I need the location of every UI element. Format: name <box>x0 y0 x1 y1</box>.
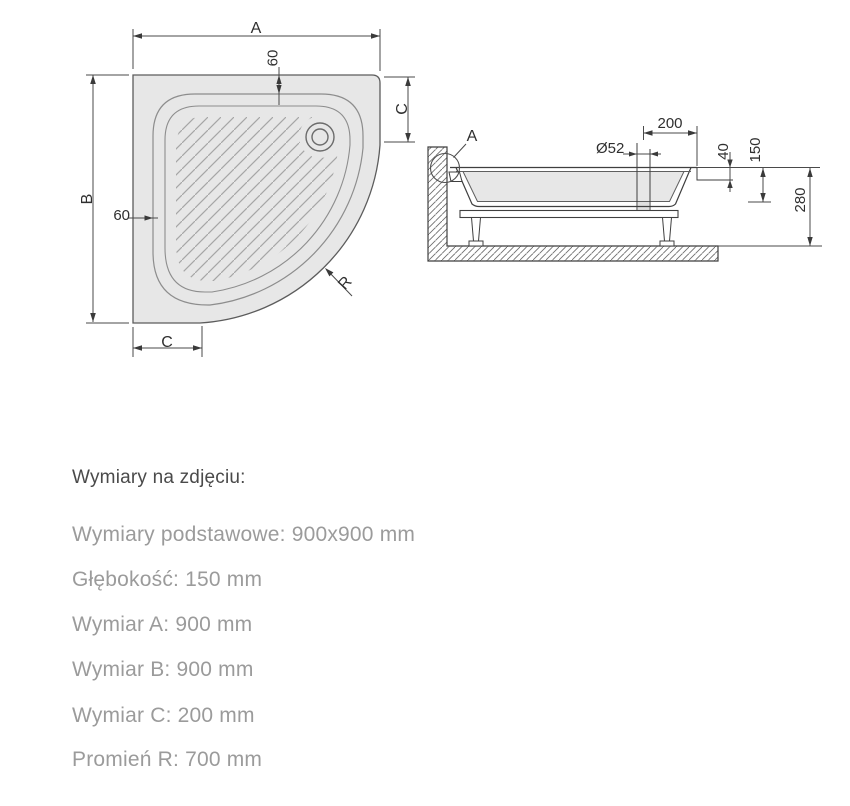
dim-b-label: B <box>79 194 96 205</box>
arrowhead <box>133 345 142 351</box>
basin-floor-outline <box>164 105 351 293</box>
arrowhead <box>90 75 96 84</box>
dim-a <box>132 29 381 71</box>
arrowhead <box>144 215 153 221</box>
dim-c-right <box>384 76 415 143</box>
tray-outer-profile <box>455 167 692 208</box>
dim-c-right-label: C <box>394 103 411 115</box>
dim-200-label: 200 <box>657 115 682 132</box>
drain-icon-inner <box>311 128 329 146</box>
technical-drawing: A B 60 60 <box>79 20 822 357</box>
leg-right-foot <box>659 240 675 247</box>
arrowhead <box>276 85 282 94</box>
tray-section-fill <box>463 172 684 201</box>
dim-150-label: 150 <box>747 137 764 162</box>
dim-280-label: 280 <box>792 187 809 212</box>
arrowhead <box>760 168 766 177</box>
detail-label: A <box>467 128 478 145</box>
arrowhead <box>325 268 334 277</box>
leg-right <box>661 217 673 242</box>
arrowhead <box>760 193 766 202</box>
dim-rim-offset-left <box>128 215 158 221</box>
dim-drain-diameter-label: Ø52 <box>596 140 624 157</box>
detail-leader-line <box>453 143 467 158</box>
arrowhead <box>650 151 658 157</box>
arrowhead <box>405 133 411 142</box>
basin-rim-outline <box>152 93 364 306</box>
arrowhead <box>405 77 411 86</box>
arrowhead <box>727 159 733 168</box>
top-view: A B 60 60 <box>79 20 415 357</box>
dim-radius <box>325 268 353 297</box>
rim-wall-tab <box>448 171 463 182</box>
spec-line-dimension-c: Wymiar C: 200 mm <box>72 704 255 727</box>
arrowhead <box>688 130 697 136</box>
dim-b <box>86 74 129 324</box>
drain-clearance <box>299 116 341 158</box>
dim-rim-offset-top <box>276 67 282 105</box>
dim-c-bottom <box>132 326 203 357</box>
leg-left-foot <box>468 240 484 247</box>
side-view: A 200 Ø52 40 <box>427 115 822 262</box>
spec-line-base-dimensions: Wymiary podstawowe: 900x900 mm <box>72 523 416 546</box>
dim-280 <box>807 168 813 246</box>
tray-inner-profile <box>462 171 685 202</box>
dim-radius-label: R <box>335 273 355 293</box>
dim-rim-offset-top-label: 60 <box>265 50 282 67</box>
arrowhead <box>727 180 733 188</box>
arrowhead <box>90 313 96 322</box>
dim-rim-offset-left-label: 60 <box>113 207 130 224</box>
dim-drain-diameter <box>623 151 661 157</box>
arrowhead <box>193 345 202 351</box>
arrowhead <box>807 237 813 246</box>
arrowhead <box>629 151 637 157</box>
arrowhead <box>133 33 142 39</box>
spec-line-dimension-b: Wymiar B: 900 mm <box>72 658 254 681</box>
rim-edge-step <box>696 167 733 181</box>
dim-a-label: A <box>251 20 262 37</box>
dim-40 <box>727 152 733 192</box>
spec-line-dimension-a: Wymiar A: 900 mm <box>72 613 253 636</box>
dim-40-label: 40 <box>715 143 732 160</box>
anti-slip-hatching <box>176 117 338 281</box>
leg-left <box>470 217 482 242</box>
arrowhead <box>371 33 380 39</box>
spec-line-radius-r: Promień R: 700 mm <box>72 748 263 771</box>
dim-c-bottom-label: C <box>161 334 173 351</box>
arrowhead <box>276 75 282 84</box>
dim-150 <box>748 168 771 203</box>
arrowhead <box>807 168 813 177</box>
specs-heading: Wymiary na zdjęciu: <box>72 467 246 488</box>
detail-callout-circle <box>429 152 461 184</box>
dim-200 <box>643 126 698 166</box>
support-panel <box>459 209 679 219</box>
drain-icon <box>305 122 335 152</box>
spec-line-depth: Głębokość: 150 mm <box>72 568 263 591</box>
arrowhead <box>643 130 653 136</box>
